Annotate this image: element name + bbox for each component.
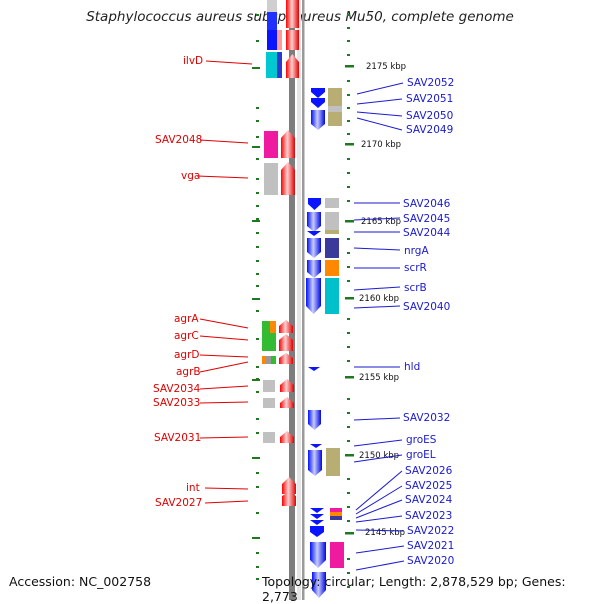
- gene-label-SAV2022[interactable]: SAV2022: [407, 525, 454, 537]
- scale-tick: 2170 kbp: [345, 140, 401, 150]
- scale-tick: 2160 kbp: [345, 294, 399, 304]
- gene-label-SAV2051[interactable]: SAV2051: [406, 93, 453, 105]
- gene-groES-groEL: [308, 444, 340, 476]
- genome-backbone-inner: [302, 0, 305, 600]
- scale-tick-label: 2155 kbp: [359, 373, 399, 383]
- gene-label-SAV2031[interactable]: SAV2031: [154, 432, 201, 444]
- left-leader-lines: [196, 60, 253, 504]
- gene-label-SAV2034[interactable]: SAV2034: [153, 383, 201, 395]
- gene-label-SAV2048[interactable]: SAV2048: [155, 134, 202, 146]
- gene-vga-arrow[interactable]: [281, 162, 295, 195]
- gene-label-SAV2021[interactable]: SAV2021: [407, 540, 454, 552]
- gene-label-agrC[interactable]: agrC: [174, 330, 199, 342]
- gene-label-nrgA[interactable]: nrgA: [404, 245, 429, 257]
- scale-tick: 2175 kbp: [345, 62, 406, 72]
- scale-tick-label: 2175 kbp: [366, 62, 406, 72]
- right-gene-labels: SAV2052 SAV2051 SAV2050 SAV2049 SAV2046 …: [403, 77, 454, 567]
- gene-label-SAV2040[interactable]: SAV2040: [403, 301, 450, 313]
- scale-tick-label: 2160 kbp: [359, 294, 399, 304]
- gene-label-agrB[interactable]: agrB: [176, 366, 201, 378]
- gene-SAV2048-arrow[interactable]: [281, 130, 295, 158]
- gene-SAV2031-arrow[interactable]: [280, 431, 294, 443]
- scale-tick: 2155 kbp: [345, 373, 399, 383]
- gene-SAV2052-2049-cluster: [311, 88, 342, 130]
- gene-ilvD-arrow[interactable]: [286, 54, 299, 78]
- left-gene-labels: ilvD SAV2048 vga agrA agrC agrD agrB SAV…: [153, 55, 203, 509]
- gene-int-arrow[interactable]: [282, 477, 296, 494]
- gene-label-scrR[interactable]: scrR: [404, 262, 427, 274]
- gene-hld-arrow[interactable]: [308, 367, 320, 371]
- scale-tick-label: 2165 kbp: [361, 217, 401, 227]
- scale-tick: 2145 kbp: [345, 528, 405, 538]
- gene-label-hld[interactable]: hld: [404, 361, 420, 373]
- gene-label-SAV2052[interactable]: SAV2052: [407, 77, 454, 89]
- gene-label-SAV2026[interactable]: SAV2026: [405, 465, 453, 477]
- gene-label-SAV2032[interactable]: SAV2032: [403, 412, 450, 424]
- gene-label-SAV2027[interactable]: SAV2027: [155, 497, 202, 509]
- gene-label-groES[interactable]: groES: [406, 434, 437, 446]
- gene-SAV2027-arrow[interactable]: [282, 492, 296, 506]
- genome-backbone-track: [297, 0, 301, 600]
- scale-tick-label: 2170 kbp: [361, 140, 401, 150]
- gene-label-agrA[interactable]: agrA: [174, 313, 199, 325]
- gene-label-int[interactable]: int: [186, 482, 200, 494]
- gene-label-SAV2049[interactable]: SAV2049: [406, 124, 453, 136]
- gene-label-SAV2050[interactable]: SAV2050: [406, 110, 453, 122]
- genome-backbone: [289, 0, 295, 600]
- gene-label-SAV2023[interactable]: SAV2023: [405, 510, 452, 522]
- gene-label-SAV2020[interactable]: SAV2020: [407, 555, 454, 567]
- gene-label-SAV2025[interactable]: SAV2025: [405, 480, 452, 492]
- right-leader-lines: [353, 82, 405, 571]
- scale-tick-label: 2150 kbp: [359, 451, 399, 461]
- accession-text: Accession: NC_002758: [9, 574, 152, 589]
- gene-SAV2033-arrow[interactable]: [280, 397, 294, 408]
- gene-SAV2031-box[interactable]: [263, 432, 275, 443]
- gene-SAV2034-arrow[interactable]: [280, 379, 294, 392]
- gene-label-agrD[interactable]: agrD: [174, 349, 200, 361]
- gene-SAV2048-box[interactable]: [264, 131, 278, 158]
- gene-SAV2046-2040-cluster: [306, 198, 339, 314]
- scale-tick-label: 2145 kbp: [365, 528, 405, 538]
- forward-gene-block-top: [266, 0, 299, 78]
- left-tick-column: [252, 14, 260, 580]
- gene-label-SAV2045[interactable]: SAV2045: [403, 213, 450, 225]
- gene-SAV2033-box[interactable]: [263, 398, 275, 408]
- agr-operon: [262, 320, 293, 364]
- gene-label-SAV2046[interactable]: SAV2046: [403, 198, 451, 210]
- scale-tick: 2150 kbp: [345, 451, 399, 461]
- gene-SAV2026-2020-cluster: [310, 508, 344, 598]
- gene-SAV2034-box[interactable]: [263, 380, 275, 392]
- right-tick-column: [347, 14, 350, 588]
- gene-label-SAV2033[interactable]: SAV2033: [153, 397, 200, 409]
- gene-label-scrB[interactable]: scrB: [404, 282, 427, 294]
- gene-label-ilvD[interactable]: ilvD: [183, 55, 203, 67]
- gene-label-SAV2044[interactable]: SAV2044: [403, 227, 451, 239]
- gene-vga-box[interactable]: [264, 163, 278, 195]
- scale-tick: 2165 kbp: [345, 217, 401, 227]
- gene-label-vga[interactable]: vga: [181, 170, 200, 182]
- gene-SAV2032-arrow[interactable]: [308, 410, 321, 430]
- gene-label-groEL[interactable]: groEL: [406, 449, 436, 461]
- gene-label-SAV2024[interactable]: SAV2024: [405, 494, 453, 506]
